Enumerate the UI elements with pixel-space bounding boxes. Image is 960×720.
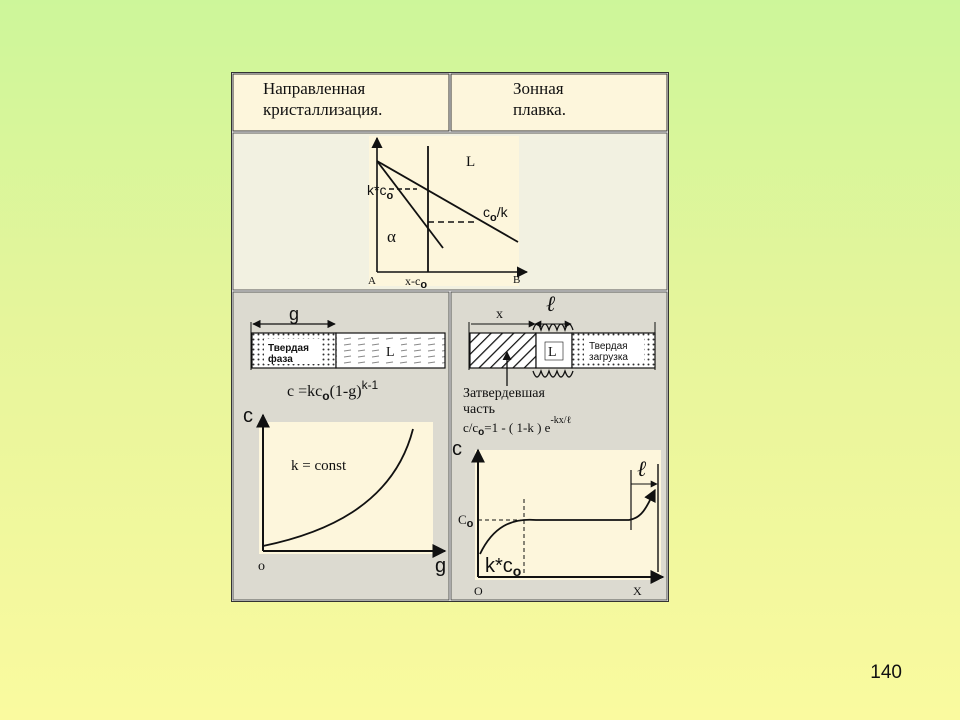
alpha-label: α [387,227,396,246]
zone-section: ℓ x L Твердая загрузка Затвердевшая част… [452,291,665,598]
solid-phase-label-bg [264,339,320,364]
directional-plot-origin: o [258,559,265,574]
zone-liquid-label: L [548,345,557,360]
crystallization-figure: Направленная кристаллизация. Зонная плав… [231,72,669,602]
zone-kc0-label: k*co [485,555,521,579]
solid-charge-label-bg [584,338,644,363]
solid-charge-label-line1: Твердая [589,341,628,352]
solid-phase-label-line1: Твердая [268,343,309,354]
zone-c0-label: Co [458,512,474,530]
solid-phase-label-line2: фаза [268,353,293,365]
g-label: g [289,304,299,324]
solidus-line [376,160,444,249]
header-left-line2: кристаллизация. [263,100,382,119]
heater-coil-bottom [532,368,574,378]
header-right-line1: Зонная [513,79,564,98]
solid-charge-label-line2: загрузка [589,352,628,363]
zone-plot-y-label: c [452,438,462,460]
zone-width-label: ℓ [546,291,556,316]
header-right-cell [450,73,668,132]
directional-plot-y-label: c [243,405,253,427]
directional-plot-bg [259,422,433,554]
solidified-label-line2: часть [463,402,495,417]
directional-section: g Твердая фаза L c =kco(1-g)k-1 c g o k … [243,304,447,577]
liquidus-line [376,160,519,243]
axis-a-label: A [368,275,376,287]
phase-diagram-bg [369,136,519,286]
x-c0-label: x-co [405,274,427,291]
c0k-label: co/k [483,204,509,224]
axis-b-label: B [513,274,520,286]
melt-label: L [386,345,395,360]
solidified-region [469,332,537,369]
molten-zone [535,332,573,369]
phase-liquid-label: L [466,154,475,170]
phase-diagram: L k*co co/k α A B x-co [367,136,529,291]
zone-formula: c/co=1 - ( 1-k ) e-kx/ℓ [463,415,571,438]
directional-formula: c =kco(1-g)k-1 [287,378,379,403]
zone-plot-width-label: ℓ [637,456,647,481]
melt-label-bg [383,342,401,360]
slide-number: 140 [870,662,902,683]
zone-plot-bg [475,450,661,580]
zone-liquid-label-bg [544,341,564,361]
segregation-curve [262,428,414,547]
zone-plot-x-label: X [633,584,642,598]
zone-plot-origin: O [474,584,483,598]
header-right-line2: плавка. [513,100,566,119]
heater-coil-top [532,323,574,333]
kc0-label: k*co [367,182,393,202]
header-left-cell [232,73,450,132]
k-const-label: k = const [291,458,347,474]
zone-x-label: x [496,307,503,322]
solidified-label-line1: Затвердевшая [463,386,545,401]
directional-plot-x-label: g [435,555,446,577]
header-left-line1: Направленная [263,79,365,98]
zone-distribution-curve [479,488,656,555]
